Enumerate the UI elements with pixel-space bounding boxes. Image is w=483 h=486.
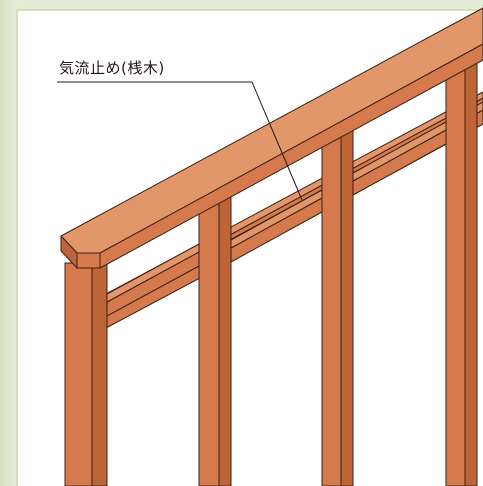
stud-3	[321, 121, 354, 486]
stud-4	[445, 54, 478, 486]
stud-1	[64, 254, 108, 486]
callout-leader	[57, 81, 303, 201]
air-stop-strip-front	[230, 121, 447, 263]
top-plate	[60, 7, 483, 269]
left-faded-band	[0, 0, 20, 486]
stud-2	[198, 188, 232, 486]
callout-label: 気流止め(桟木)	[59, 59, 165, 77]
lower-blocking-front	[106, 243, 200, 317]
